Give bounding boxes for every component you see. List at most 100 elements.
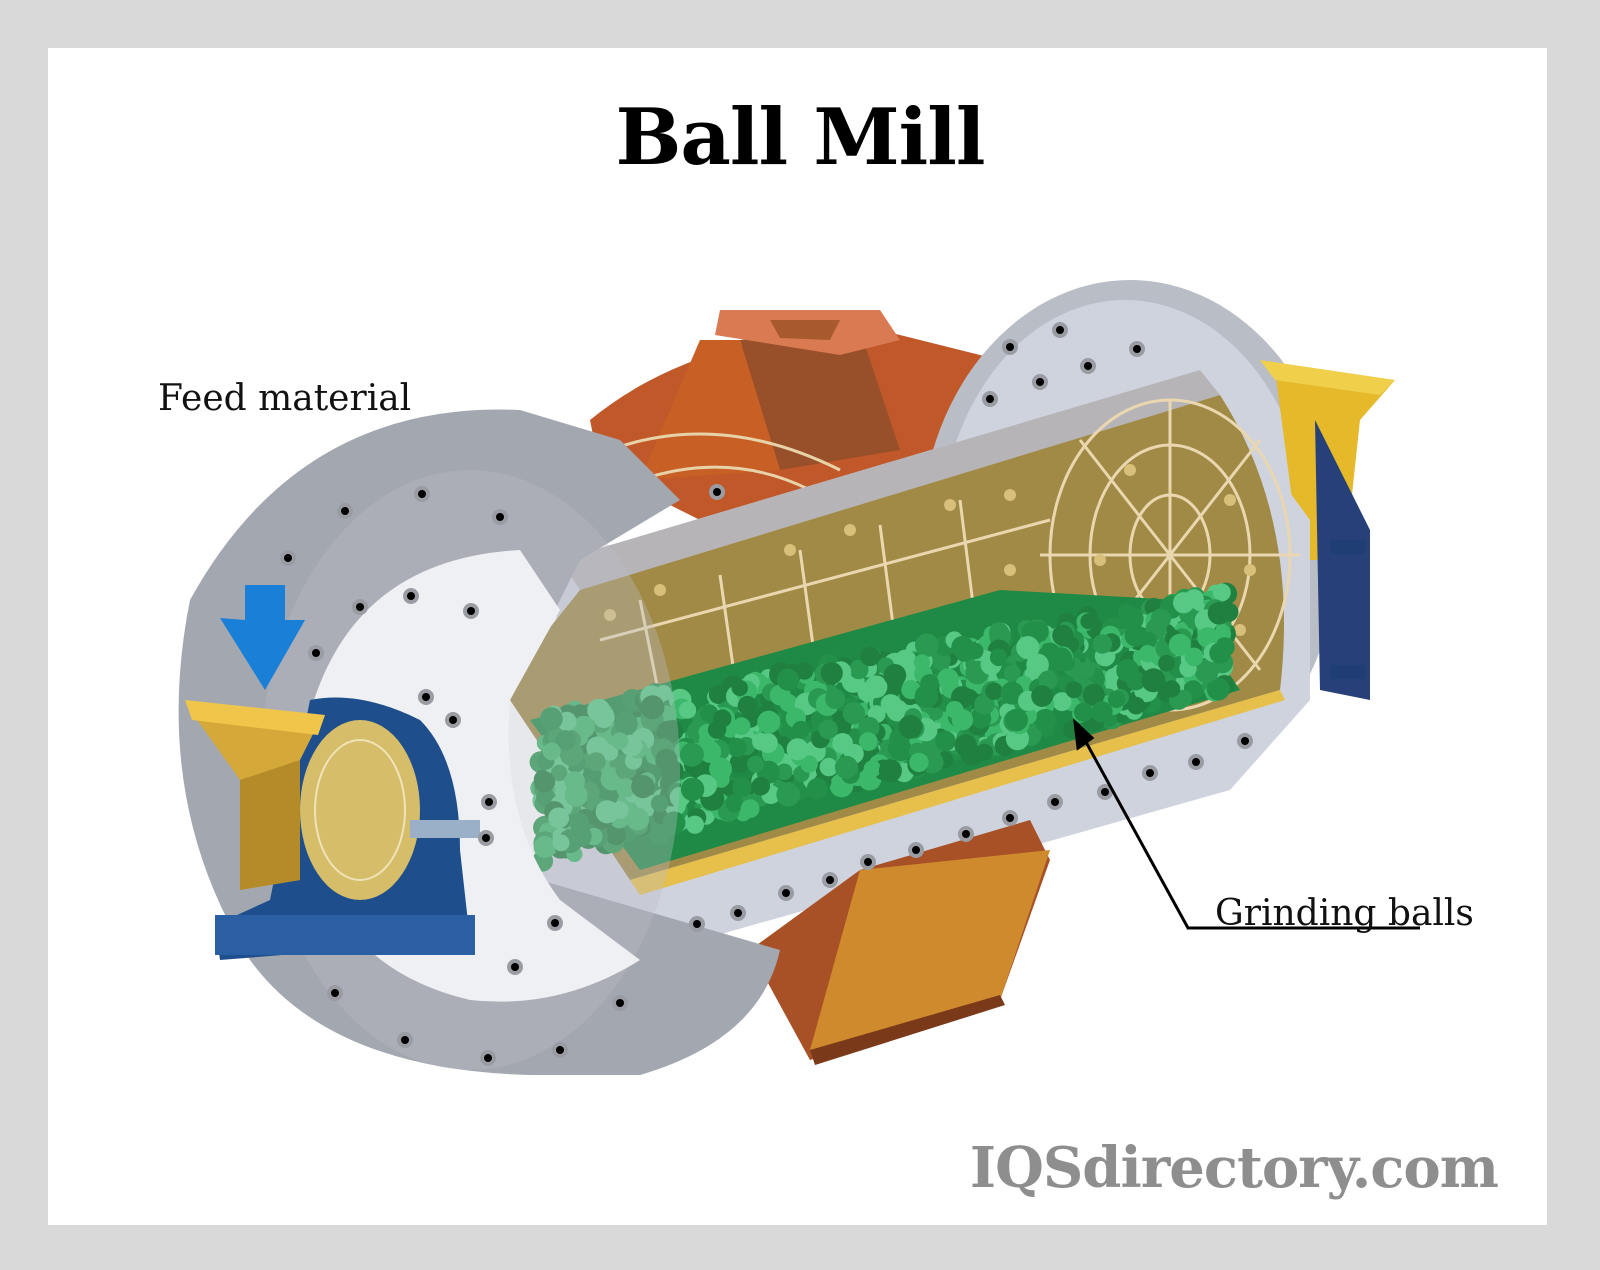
grinding-ball [731,679,748,697]
grinding-ball [593,706,615,729]
grinding-ball [1065,681,1083,699]
grinding-ball [616,778,636,798]
grinding-ball [732,777,752,797]
grinding-ball [951,709,974,731]
bolt-hole-center [864,858,872,866]
grinding-ball [732,717,751,736]
bolt-hole-center [467,607,475,615]
grinding-ball [1082,683,1105,707]
grinding-ball [1168,633,1191,657]
grinding-ball [795,662,814,680]
bolt-hole-center [284,554,292,562]
grinding-ball [1150,608,1172,629]
bolt-hole-center [418,490,426,498]
grinding-ball [818,719,838,740]
bolt-hole-center [616,999,624,1007]
grinding-ball [935,730,956,752]
bolt-hole-center [1006,814,1014,822]
grinding-ball [640,695,665,720]
grinding-ball [757,710,781,734]
bolt-hole-center [341,507,349,515]
bolt-hole-center [556,1046,564,1054]
grinding-ball [1049,647,1073,671]
grinding-ball [595,800,619,824]
grinding-ball [1124,624,1147,647]
grinding-ball [985,682,1003,700]
grinding-ball [777,668,800,691]
bolt-hole-center [826,876,834,884]
bolt-hole-center [1146,769,1154,777]
grinding-ball [1207,602,1231,625]
watermark: IQSdirectory.com [969,1135,1499,1201]
grinding-ball [1127,696,1145,715]
grinding-ball [1197,627,1219,648]
bolt-hole-center [422,693,430,701]
bolt-hole-center [312,649,320,657]
grinding-ball [1080,613,1097,630]
grinding-balls-leader [1073,718,1420,930]
bolt-hole-center [401,1036,409,1044]
grinding-ball [775,763,793,781]
grinding-ball [1212,583,1231,602]
grinding-ball [1052,692,1072,712]
grinding-ball [776,782,801,807]
grinding-ball [680,777,705,801]
grinding-ball [887,739,907,758]
grinding-ball [786,738,809,761]
bolt-hole-center [1241,737,1249,745]
bolt-hole-center [962,830,970,838]
bolt-hole-center [496,513,504,521]
grinding-ball [679,742,704,767]
grinding-ball [1091,701,1113,723]
bolt-hole-center [782,889,790,897]
bolt-hole-center [449,716,457,724]
grinding-ball [806,777,828,799]
grinding-ball [631,775,655,799]
grinding-ball [752,732,770,751]
grinding-ball [542,742,561,761]
grinding-ball [569,824,592,848]
grinding-ball [966,642,984,660]
grinding-balls [529,582,1240,872]
grinding-ball [649,824,671,845]
grinding-ball [1173,592,1195,614]
grinding-ball [727,737,747,758]
grinding-ball [533,771,556,793]
grinding-ball [1162,680,1181,698]
grinding-ball [834,755,858,779]
grinding-ball [1126,671,1146,691]
grinding-ball [614,711,638,736]
bolt-hole-center [734,909,742,917]
grinding-ball [860,646,880,667]
grinding-ball [825,689,846,709]
feed-arrow-icon [220,585,305,690]
grinding-ball [858,716,880,738]
grinding-ball [1073,702,1094,722]
bolt-hole-center [484,1054,492,1062]
grinding-ball [863,760,881,778]
grinding-ball [713,709,732,728]
grinding-ball [820,662,843,685]
bolt-hole-center [1056,326,1064,334]
grinding-ball [698,740,722,764]
grinding-ball [650,794,669,813]
grinding-ball [725,794,744,813]
grinding-ball [552,834,570,852]
grinding-ball [1120,607,1144,631]
grinding-ball [1031,685,1053,707]
grinding-ball [937,668,959,690]
grinding-ball [883,664,907,687]
bolt-hole-center [1036,378,1044,386]
bolt-holes [280,322,1253,1066]
grinding-ball [1138,645,1157,663]
grinding-ball [1184,647,1204,667]
bottom-housing [750,820,1050,1065]
grinding-ball [539,707,563,731]
grinding-ball [1141,668,1166,693]
bolt-hole-center [912,846,920,854]
grinding-ball [751,776,770,796]
grinding-ball [1092,634,1113,654]
grinding-ball [1209,642,1231,664]
grinding-ball [878,759,902,783]
